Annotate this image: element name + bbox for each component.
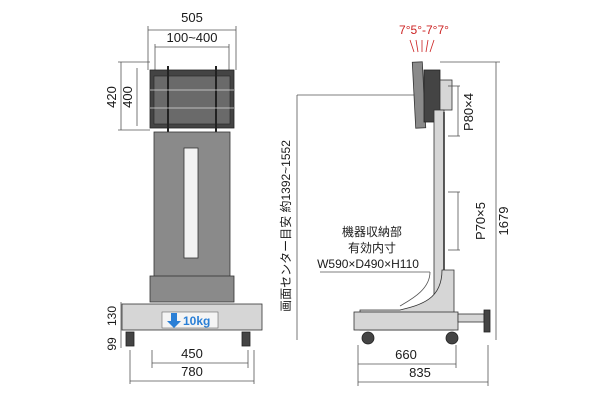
side-base-outer-label: 835 <box>409 365 431 380</box>
front-vesa-label: 100~400 <box>167 30 218 45</box>
side-storage-sub: 有効内寸 <box>348 240 396 255</box>
side-p80-label: P80×4 <box>461 93 476 131</box>
side-base-foot <box>457 313 485 323</box>
front-dim-130-label: 130 <box>105 306 119 326</box>
front-base-outer-label: 780 <box>181 364 203 379</box>
front-mount-plate <box>153 75 231 125</box>
front-height-inner-label: 400 <box>120 86 135 108</box>
side-center-label: 画面センター目安 約1392~1552 <box>278 140 293 312</box>
side-caster-front <box>361 331 375 345</box>
tilt-fan-icon <box>409 39 435 53</box>
front-caster-right <box>241 331 251 347</box>
side-base-inner-label: 660 <box>395 347 417 362</box>
side-mount-arm <box>439 79 453 111</box>
front-view: 505 100~400 420 400 10kg <box>104 10 263 384</box>
side-storage-pointer <box>399 271 431 307</box>
front-base-inner-label: 450 <box>181 346 203 361</box>
side-storage-dims: W590×D490×H110 <box>317 257 419 271</box>
front-column-slot <box>183 147 199 259</box>
front-height-outer-label: 420 <box>104 86 119 108</box>
front-width-top-label: 505 <box>181 10 203 25</box>
front-dim-99-label: 99 <box>105 337 119 351</box>
side-base-stopper <box>483 309 491 333</box>
side-tilt-label: 7°5°-7°7° <box>399 23 449 37</box>
front-weight-label: 10kg <box>183 314 210 328</box>
front-caster-left <box>125 331 135 347</box>
front-column-foot <box>149 275 235 303</box>
side-view: 7°5°-7°7° 画面センター目安 約1392~1552 P80×4 P70×… <box>278 23 511 386</box>
side-base <box>353 311 459 331</box>
side-storage-title: 機器収納部 <box>342 224 402 239</box>
side-height-label: 1679 <box>496 207 511 236</box>
weight-arrow-icon <box>167 313 181 328</box>
side-p70-label: P70×5 <box>473 202 488 240</box>
side-caster-rear <box>445 331 459 345</box>
